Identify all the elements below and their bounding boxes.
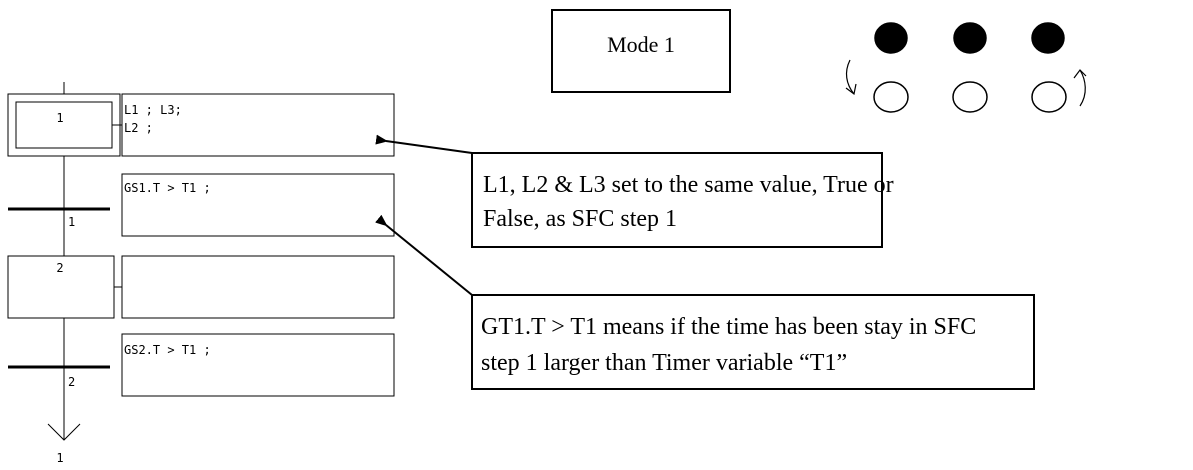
transition-2-condition-block[interactable]: GS2.T > T1 ;	[121, 333, 395, 397]
transition-1-condition-box	[121, 173, 395, 237]
jump-arrow-icon	[47, 423, 81, 441]
step-1-inner-box	[15, 101, 113, 149]
step-2-box	[7, 255, 115, 319]
rotate-down-arrow-icon	[845, 59, 855, 95]
note-2-line2: step 1 larger than Timer variable “T1”	[481, 350, 847, 376]
step-2-action-block[interactable]	[121, 255, 395, 319]
jump-target: 1	[56, 451, 63, 465]
rotate-up-arrow-icon	[1079, 69, 1086, 107]
lamp-top-2	[953, 22, 987, 54]
step-1-action-block[interactable]: L1 ; L3; L2 ;	[121, 93, 395, 157]
transition-1-condition-block[interactable]: GS1.T > T1 ;	[121, 173, 395, 237]
sfc-step-1[interactable]: 1	[7, 93, 121, 157]
sfc-chart: 1 L1 ; L3; L2 ; 1 GS1.T > T1 ; 2 2	[7, 82, 395, 465]
lamp-bottom-1	[873, 81, 909, 113]
rotate-down-arrowhead-icon	[845, 83, 857, 96]
note-2-line1: GT1.T > T1 means if the time has been st…	[481, 314, 976, 340]
note-1-pointer-arrow	[375, 134, 473, 154]
transition-2-number: 2	[68, 375, 75, 389]
step-1-action-line1: L1 ; L3;	[124, 103, 182, 117]
note-2-box	[471, 294, 1035, 390]
note-1-line2: False, as SFC step 1	[483, 206, 677, 232]
lamp-top-3	[1031, 22, 1065, 54]
step-1-action-box	[121, 93, 395, 157]
transition-1-number: 1	[68, 215, 75, 229]
transition-2-condition-box	[121, 333, 395, 397]
step-1-number: 1	[56, 111, 63, 125]
mode-box-frame	[551, 9, 731, 93]
note-2-pointer-arrow	[375, 214, 473, 296]
mode-box-label: Mode 1	[607, 32, 675, 57]
lamp-bottom-3	[1031, 81, 1067, 113]
step-2-number: 2	[56, 261, 63, 275]
lamp-bottom-2	[952, 81, 988, 113]
step-1-action-line2: L2 ;	[124, 121, 153, 135]
sfc-step-2[interactable]: 2	[7, 255, 115, 319]
transition-2-condition: GS2.T > T1 ;	[124, 343, 211, 357]
lamp-indicators	[845, 22, 1087, 113]
mode-box: Mode 1	[551, 9, 731, 93]
step-2-action-box	[121, 255, 395, 319]
note-1: L1, L2 & L3 set to the same value, True …	[471, 152, 894, 248]
lamp-top-1	[874, 22, 908, 54]
note-1-line1: L1, L2 & L3 set to the same value, True …	[483, 172, 894, 198]
transition-1-condition: GS1.T > T1 ;	[124, 181, 211, 195]
rotate-up-arrowhead-icon	[1073, 69, 1087, 79]
note-1-box	[471, 152, 883, 248]
note-2: GT1.T > T1 means if the time has been st…	[471, 294, 1035, 390]
